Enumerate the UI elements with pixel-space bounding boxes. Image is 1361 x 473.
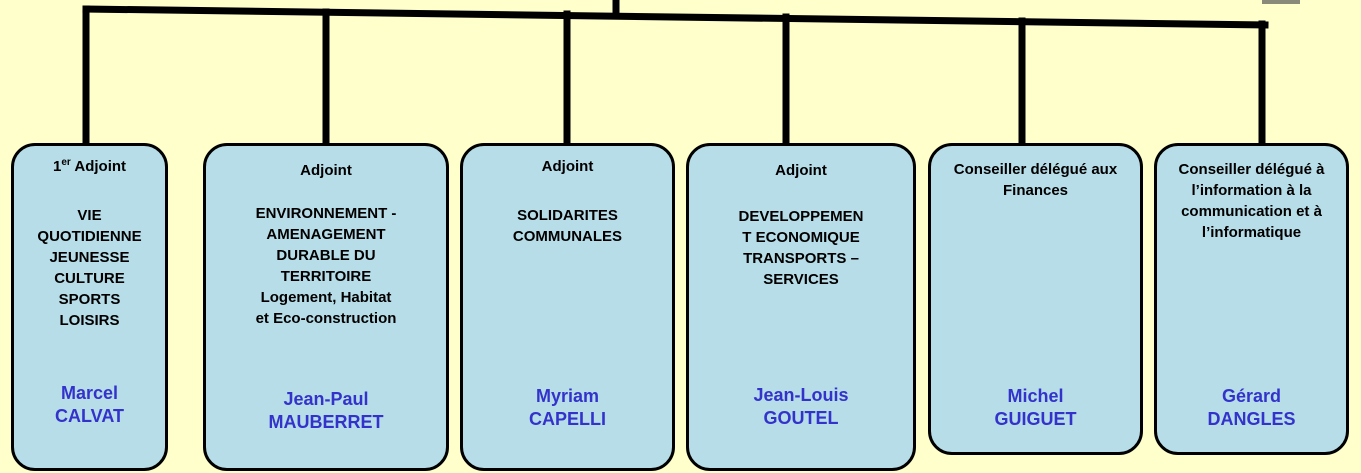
responsibility-text: VIE QUOTIDIENNE JEUNESSE CULTURE SPORTS …: [37, 207, 142, 329]
org-box-2: Adjoint ENVIRONNEMENT - AMENAGEMENT DURA…: [203, 143, 449, 471]
person-name: Jean-Louis GOUTEL: [753, 385, 849, 428]
role-title: Adjoint: [300, 162, 352, 179]
person-name: Marcel CALVAT: [55, 383, 124, 426]
person-name: Michel GUIGUET: [994, 386, 1077, 429]
role-title: Adjoint: [541, 158, 594, 175]
org-box-5: Conseiller délégué aux Finances Michel G…: [928, 143, 1143, 455]
role-title: Adjoint: [775, 162, 827, 179]
person-name: Gérard DANGLES: [1207, 386, 1296, 429]
org-box-6: Conseiller délégué à l’information à la …: [1154, 143, 1349, 455]
role-title: 1er Adjoint: [52, 157, 127, 176]
role-title: Conseiller délégué à l’information à la …: [1178, 161, 1325, 241]
top-bar: [82, 5, 1269, 29]
person-name: Jean-Paul MAUBERRET: [268, 389, 384, 432]
responsibility-text: DEVELOPPEMEN T ECONOMIQUE TRANSPORTS – S…: [738, 208, 864, 288]
corner-image-fragment: [1262, 0, 1300, 4]
org-box-4: Adjoint DEVELOPPEMEN T ECONOMIQUE TRANSP…: [686, 143, 916, 471]
role-title: Conseiller délégué aux Finances: [953, 161, 1118, 199]
org-box-1: 1er Adjoint VIE QUOTIDIENNE JEUNESSE CUL…: [11, 143, 168, 471]
responsibility-text: ENVIRONNEMENT - AMENAGEMENT DURABLE DU T…: [255, 205, 397, 327]
org-box-3: Adjoint SOLIDARITES COMMUNALES Myriam CA…: [460, 143, 675, 471]
person-name: Myriam CAPELLI: [528, 386, 606, 429]
responsibility-text: SOLIDARITES COMMUNALES: [512, 207, 623, 245]
